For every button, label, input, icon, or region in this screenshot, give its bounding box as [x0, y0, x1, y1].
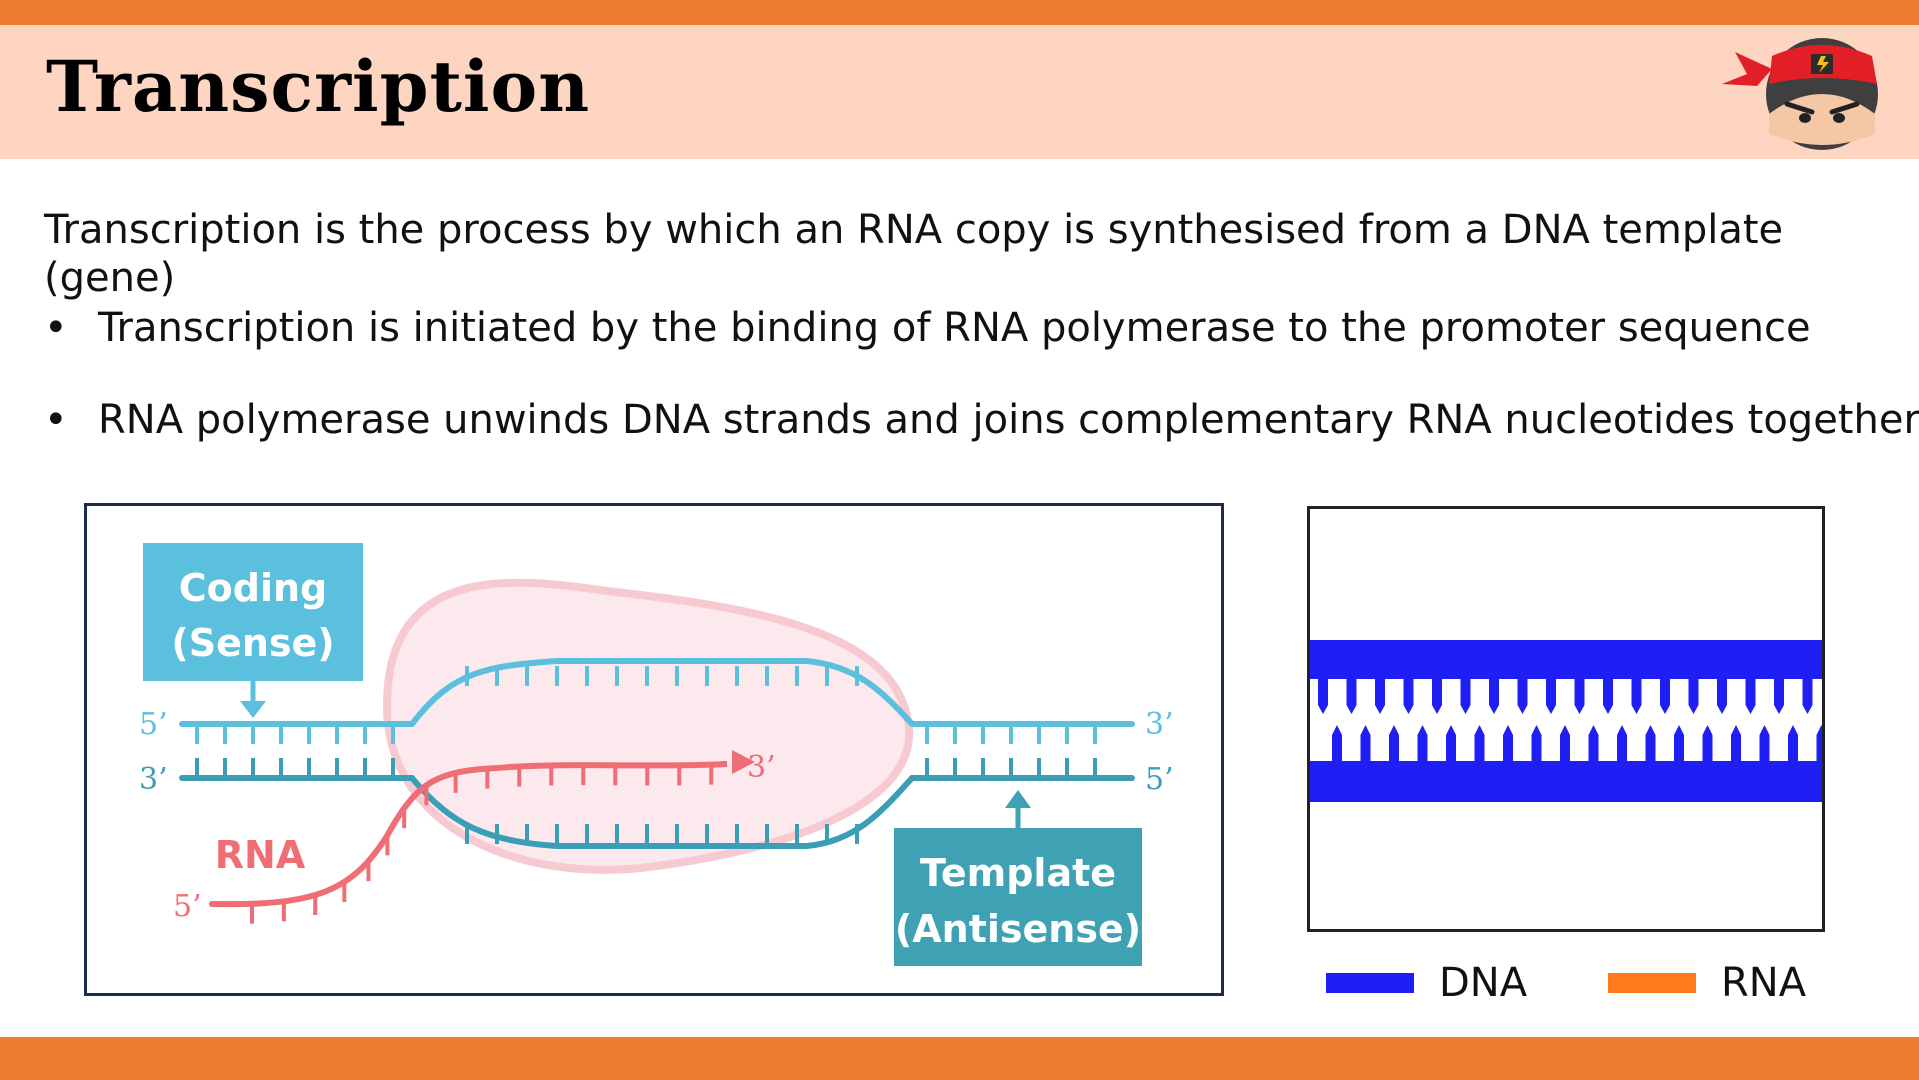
page-title: Transcription [46, 45, 591, 128]
legend-swatch-dna [1326, 973, 1414, 993]
transcription-animation-frame [1307, 506, 1825, 932]
dna-tooth-top [1375, 679, 1385, 714]
template-label-line1: Template [920, 851, 1116, 895]
dna-tooth-top [1346, 679, 1357, 714]
intro-text: Transcription is the process by which an… [44, 207, 1784, 301]
legend-label-dna: DNA [1439, 960, 1528, 1006]
legend-item-rna: RNA [1608, 958, 1868, 1008]
dna-tooth-top [1403, 679, 1414, 714]
top-accent-bar [0, 0, 1919, 25]
dna-tooth-bottom [1332, 725, 1342, 761]
header-band [0, 25, 1919, 159]
dna-tooth-top [1546, 679, 1556, 714]
dna-tooth-bottom [1474, 725, 1485, 761]
dna-tooth-bottom [1674, 725, 1684, 761]
dna-tooth-top [1774, 679, 1784, 714]
dna-tooth-top [1603, 679, 1613, 714]
dna-tooth-bottom [1702, 725, 1713, 761]
dna-tooth-bottom [1816, 725, 1822, 761]
coding-label-line1: Coding [179, 566, 327, 610]
bullet-text: RNA polymerase unwinds DNA strands and j… [98, 397, 1919, 443]
dna-tooth-bottom [1560, 725, 1570, 761]
rna-3prime-label: 3’ [747, 750, 776, 785]
template-label-box [894, 828, 1142, 966]
ninja-mascot-icon [1722, 38, 1878, 150]
template-5prime-label: 5’ [1145, 762, 1174, 797]
legend-label-rna: RNA [1721, 960, 1807, 1006]
rna-label: RNA [215, 833, 306, 877]
dna-tooth-bottom [1759, 725, 1770, 761]
bullet-marker: • [44, 305, 68, 351]
dna-tooth-bottom [1788, 725, 1798, 761]
dna-tooth-top [1631, 679, 1642, 714]
bullet-text: Transcription is initiated by the bindin… [98, 305, 1811, 351]
dna-tooth-top [1432, 679, 1442, 714]
coding-5prime-label: 5’ [139, 707, 168, 742]
coding-label-line2: (Sense) [171, 621, 334, 665]
template-label-line2: (Antisense) [895, 907, 1141, 951]
rna-strand [209, 761, 728, 908]
dna-tooth-bottom [1617, 725, 1627, 761]
dna-tooth-top [1745, 679, 1756, 714]
template-3prime-label: 3’ [139, 762, 168, 797]
dna-tooth-top [1489, 679, 1499, 714]
dna-tooth-bottom [1389, 725, 1399, 761]
dna-tooth-bottom [1645, 725, 1656, 761]
rna-5prime-label: 5’ [173, 889, 202, 924]
dna-tooth-top [1717, 679, 1727, 714]
transcription-diagram-svg: Coding (Sense) Template (Antisense) RNA … [139, 543, 1174, 966]
rna-arrowhead [732, 750, 755, 774]
legend-swatch-rna [1608, 973, 1696, 993]
dna-tooth-bottom [1588, 725, 1599, 761]
dna-tooth-bottom [1446, 725, 1456, 761]
dna-tooth-top [1802, 679, 1813, 714]
dna-animation-svg [1310, 640, 1822, 802]
dna-tooth-bottom [1417, 725, 1428, 761]
coding-3prime-label: 3’ [1145, 707, 1174, 742]
dna-tooth-top [1688, 679, 1699, 714]
dna-tooth-bottom [1731, 725, 1741, 761]
bottom-accent-bar [0, 1037, 1919, 1080]
template-pointer-arrow [1005, 790, 1031, 808]
bullet-marker: • [44, 397, 68, 443]
coding-label-box [143, 543, 363, 681]
dna-tooth-top [1574, 679, 1585, 714]
dna-tooth-top [1318, 679, 1328, 714]
legend-item-dna: DNA [1326, 958, 1586, 1008]
dna-tooth-bottom [1531, 725, 1542, 761]
coding-pointer-arrow [240, 701, 266, 718]
dna-tooth-bottom [1503, 725, 1513, 761]
transcription-diagram: Coding (Sense) Template (Antisense) RNA … [84, 503, 1224, 996]
dna-tooth-bottom [1360, 725, 1371, 761]
dna-tooth-top [1460, 679, 1471, 714]
dna-tooth-top [1660, 679, 1670, 714]
dna-tooth-top [1517, 679, 1528, 714]
